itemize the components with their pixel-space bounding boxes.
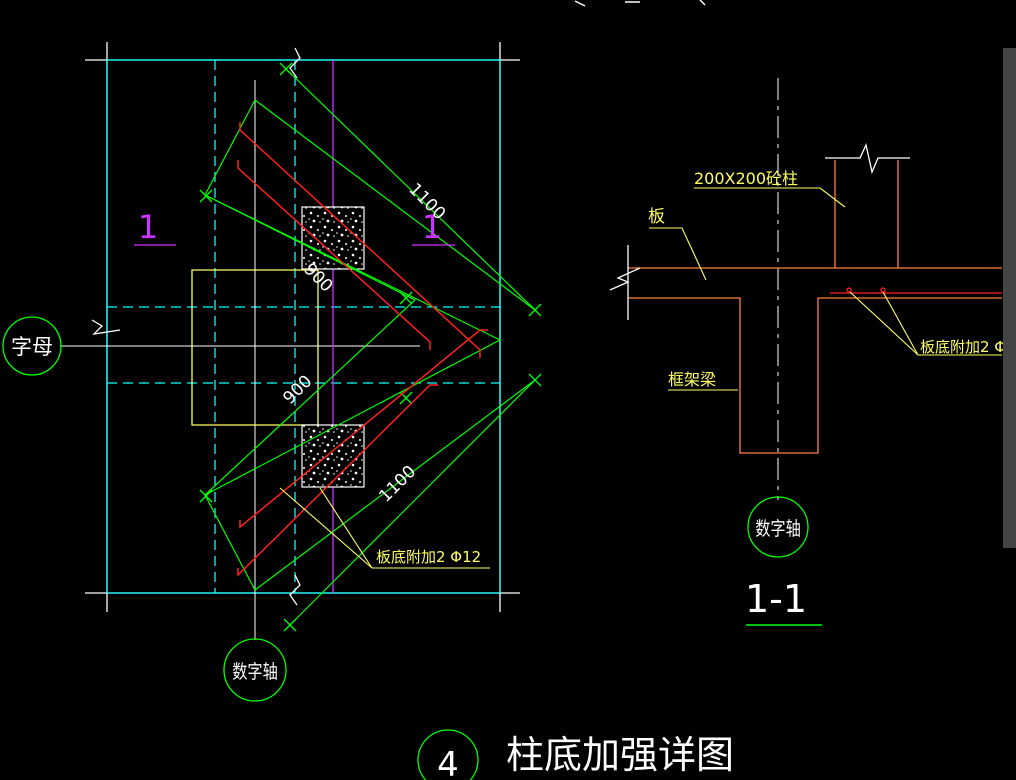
plan-view: 1 1 1100 900 900 1100 板底附加2 Φ12 字母 数字轴 — [2, 42, 542, 702]
plan-section-mark-left: 1 — [134, 208, 176, 246]
svg-text:数字轴: 数字轴 — [232, 661, 278, 683]
svg-text:字母: 字母 — [11, 335, 53, 359]
section-beam-label: 框架梁 — [668, 370, 716, 389]
plan-dim-inner-lower-text: 900 — [279, 371, 316, 408]
plan-rebar-lower — [237, 329, 488, 577]
plan-axis-lines — [60, 80, 420, 640]
plan-column-hatch-lower — [301, 424, 365, 488]
section-view: 200X200砼柱 板 框架梁 板底附加2 Φ12 数字轴 1-1 — [609, 78, 1016, 626]
plan-dimension-ticks — [199, 62, 542, 632]
right-edge-scrollbar[interactable] — [1003, 48, 1016, 548]
detail-number: 4 — [437, 745, 459, 780]
section-slab-label: 板 — [648, 207, 665, 227]
plan-rebar-upper — [237, 122, 481, 358]
svg-text:1: 1 — [422, 208, 442, 246]
svg-text:数字轴: 数字轴 — [755, 518, 801, 540]
section-title: 1-1 — [745, 577, 807, 621]
section-column-break — [825, 142, 910, 175]
plan-slab-edge — [106, 59, 501, 594]
plan-break-marks — [91, 47, 301, 606]
section-rebar-note: 板底附加2 Φ12 — [920, 338, 1016, 356]
axis-bubble-number-section: 数字轴 — [747, 496, 809, 558]
drawing-title: 柱底加强详图 — [506, 733, 734, 777]
title-block: 4 柱底加强详图 — [417, 729, 734, 780]
axis-bubble-number-plan: 数字轴 — [223, 638, 287, 702]
axis-bubble-letter: 字母 — [2, 316, 62, 376]
detail-number-circle — [417, 729, 479, 780]
section-slab-break — [609, 245, 641, 320]
section-column-label: 200X200砼柱 — [694, 169, 798, 188]
section-rebar — [830, 287, 1002, 294]
top-cutoff-fragment — [574, 0, 706, 7]
section-leaders — [649, 187, 1002, 391]
plan-beam-dashed-lines — [107, 60, 500, 593]
plan-rebar-note: 板底附加2 Φ12 — [376, 548, 481, 566]
plan-dimension-lines — [204, 67, 536, 626]
svg-text:1: 1 — [138, 208, 158, 246]
plan-dim-lower-text: 1100 — [375, 462, 420, 507]
plan-section-mark-right: 1 — [412, 208, 455, 246]
plan-column-hatch-upper — [301, 206, 365, 270]
plan-rebar-leader — [279, 487, 490, 569]
section-slab — [628, 267, 1002, 454]
section-column — [834, 160, 899, 268]
